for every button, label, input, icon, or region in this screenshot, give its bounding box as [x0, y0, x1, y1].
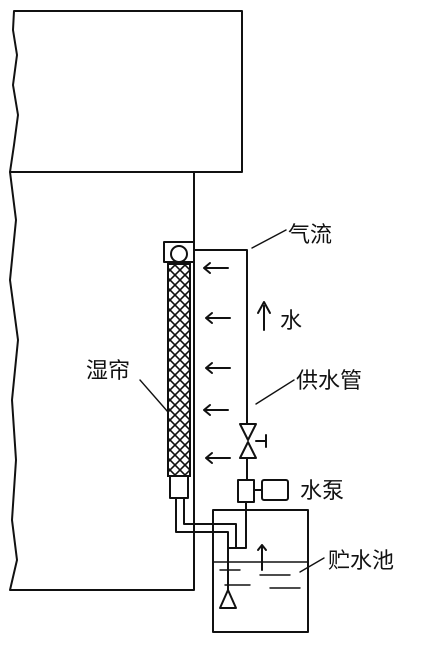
pump-connector	[246, 471, 263, 491]
airflow-leader	[251, 229, 287, 249]
pump-motor	[261, 479, 289, 501]
airflow-label: 气流	[288, 223, 332, 248]
wet-curtain-bottom-trough	[169, 475, 189, 499]
wet-curtain-label: 湿帘	[86, 359, 130, 384]
upper-building-outline	[9, 10, 243, 173]
supply-pipe-line	[193, 249, 248, 419]
lower-building-outline	[9, 171, 195, 591]
tank-water-arrow	[257, 544, 267, 571]
supply-pipe-leader	[255, 379, 295, 405]
tank-leader	[299, 557, 325, 573]
supply-pipe-label: 供水管	[296, 369, 362, 394]
storage-tank	[212, 509, 309, 633]
valve-icon	[239, 423, 267, 459]
airflow-arrows	[203, 262, 231, 464]
intake-float	[219, 589, 237, 609]
pump-housing	[237, 479, 255, 503]
water-label: 水	[280, 309, 302, 334]
distribution-pipe	[170, 245, 188, 263]
drain-pipe	[175, 497, 237, 549]
tank-label: 贮水池	[328, 549, 394, 574]
water-direction-arrow	[257, 301, 271, 331]
wet-curtain-leader	[139, 379, 169, 413]
wet-curtain-pad	[167, 263, 191, 477]
water-ripples	[219, 569, 301, 589]
pump-label: 水泵	[300, 479, 344, 504]
intake-pipe	[227, 519, 247, 591]
